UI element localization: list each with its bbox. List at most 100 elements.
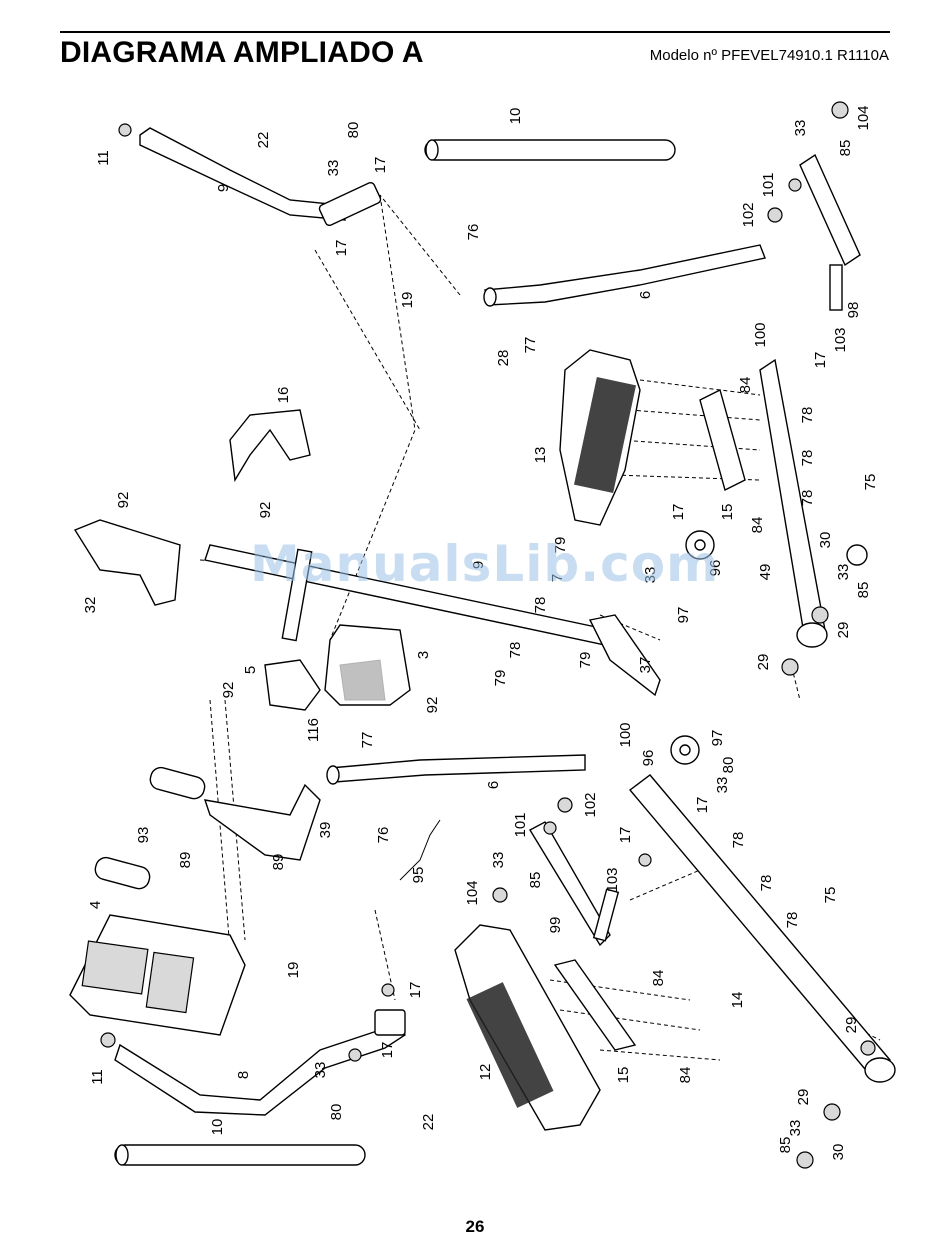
part-label: 19 bbox=[399, 292, 416, 309]
ring-5 bbox=[264, 659, 321, 711]
console-4 bbox=[69, 914, 246, 1036]
part-label: 5 bbox=[242, 666, 259, 674]
part-label: 97 bbox=[709, 730, 726, 747]
part-label: 33 bbox=[714, 777, 731, 794]
part-label: 29 bbox=[755, 654, 772, 671]
part-label: 33 bbox=[325, 160, 342, 177]
part-label: 17 bbox=[372, 157, 389, 174]
part-label: 78 bbox=[784, 912, 801, 929]
part-label: 103 bbox=[604, 867, 621, 892]
part-label: 33 bbox=[787, 1120, 804, 1137]
part-label: 33 bbox=[490, 852, 507, 869]
part-label: 4 bbox=[87, 901, 104, 909]
part-label: 102 bbox=[582, 792, 599, 817]
part-label: 8 bbox=[235, 1071, 252, 1079]
part-label: 78 bbox=[799, 490, 816, 507]
part-label: 104 bbox=[464, 880, 481, 905]
model-number: Modelo nº PFEVEL74910.1 R1110A bbox=[649, 47, 889, 64]
part-label: 92 bbox=[220, 682, 237, 699]
part-label: 33 bbox=[792, 120, 809, 137]
part-label: 78 bbox=[758, 875, 775, 892]
bracket-15 bbox=[699, 388, 746, 492]
part-label: 92 bbox=[115, 492, 132, 509]
part-label: 101 bbox=[512, 812, 529, 837]
part-label: 78 bbox=[730, 832, 747, 849]
part-label: 78 bbox=[799, 407, 816, 424]
part-label: 17 bbox=[694, 797, 711, 814]
grips-93 bbox=[94, 766, 206, 890]
part-label: 100 bbox=[617, 722, 634, 747]
part-label: 80 bbox=[720, 757, 737, 774]
part-label: 12 bbox=[477, 1064, 494, 1081]
part-label: 17 bbox=[379, 1042, 396, 1059]
cap-30-top bbox=[846, 544, 868, 566]
part-label: 100 bbox=[752, 322, 769, 347]
part-label: 85 bbox=[855, 582, 872, 599]
part-label: 15 bbox=[719, 504, 736, 521]
part-label: 16 bbox=[275, 387, 292, 404]
cover-16 bbox=[229, 409, 311, 483]
part-label: 6 bbox=[637, 291, 654, 299]
part-label: 22 bbox=[255, 132, 272, 149]
shroud-3 bbox=[324, 624, 411, 706]
part-label: 79 bbox=[492, 670, 509, 687]
part-label: 11 bbox=[89, 1069, 106, 1085]
bracket-39 bbox=[203, 783, 321, 861]
part-label: 13 bbox=[532, 447, 549, 464]
part-label: 103 bbox=[832, 327, 849, 352]
part-label: 37 bbox=[637, 657, 654, 674]
part-label: 49 bbox=[757, 564, 774, 581]
part-label: 76 bbox=[375, 827, 392, 844]
part-label: 76 bbox=[465, 224, 482, 241]
tube-10-top bbox=[424, 139, 676, 161]
part-label: 14 bbox=[729, 992, 746, 1009]
pedal-12 bbox=[454, 924, 601, 1131]
part-label: 80 bbox=[328, 1104, 345, 1121]
part-label: 6 bbox=[485, 781, 502, 789]
part-label: 93 bbox=[135, 827, 152, 844]
part-label: 92 bbox=[257, 502, 274, 519]
part-label: 84 bbox=[749, 517, 766, 534]
bracket-15-bottom bbox=[553, 959, 637, 1051]
part-label: 78 bbox=[507, 642, 524, 659]
part-label: 10 bbox=[209, 1119, 226, 1136]
part-label: 85 bbox=[777, 1137, 794, 1154]
link-99 bbox=[529, 821, 620, 947]
part-label: 77 bbox=[359, 732, 376, 749]
part-label: 85 bbox=[837, 140, 854, 157]
part-label: 80 bbox=[345, 122, 362, 139]
part-label: 33 bbox=[642, 567, 659, 584]
part-label: 9 bbox=[470, 561, 487, 569]
part-label: 29 bbox=[795, 1089, 812, 1106]
part-label: 92 bbox=[424, 697, 441, 714]
part-label: 9 bbox=[215, 184, 232, 192]
part-label: 79 bbox=[577, 652, 594, 669]
pedal-13 bbox=[559, 349, 641, 526]
part-label: 17 bbox=[333, 240, 350, 257]
part-label: 96 bbox=[707, 560, 724, 577]
part-label: 102 bbox=[740, 202, 757, 227]
part-label: 22 bbox=[420, 1114, 437, 1131]
part-label: 33 bbox=[312, 1062, 329, 1079]
part-label: 17 bbox=[670, 504, 687, 521]
part-label: 104 bbox=[855, 105, 872, 130]
part-label: 89 bbox=[270, 854, 287, 871]
part-label: 78 bbox=[799, 450, 816, 467]
part-label: 98 bbox=[845, 302, 862, 319]
part-label: 30 bbox=[830, 1144, 847, 1161]
handlebar-9 bbox=[139, 127, 382, 227]
part-label: 11 bbox=[95, 150, 112, 166]
part-label: 84 bbox=[677, 1067, 694, 1084]
crank-arm-49 bbox=[759, 358, 828, 648]
part-label: 97 bbox=[675, 607, 692, 624]
part-label: 28 bbox=[495, 350, 512, 367]
part-label: 84 bbox=[737, 377, 754, 394]
part-label: 75 bbox=[862, 474, 879, 491]
part-label: 116 bbox=[305, 718, 322, 742]
part-label: 19 bbox=[285, 962, 302, 979]
link-98 bbox=[799, 153, 861, 311]
cover-32 bbox=[73, 519, 181, 606]
part-label: 17 bbox=[407, 982, 424, 999]
part-label: 30 bbox=[817, 532, 834, 549]
